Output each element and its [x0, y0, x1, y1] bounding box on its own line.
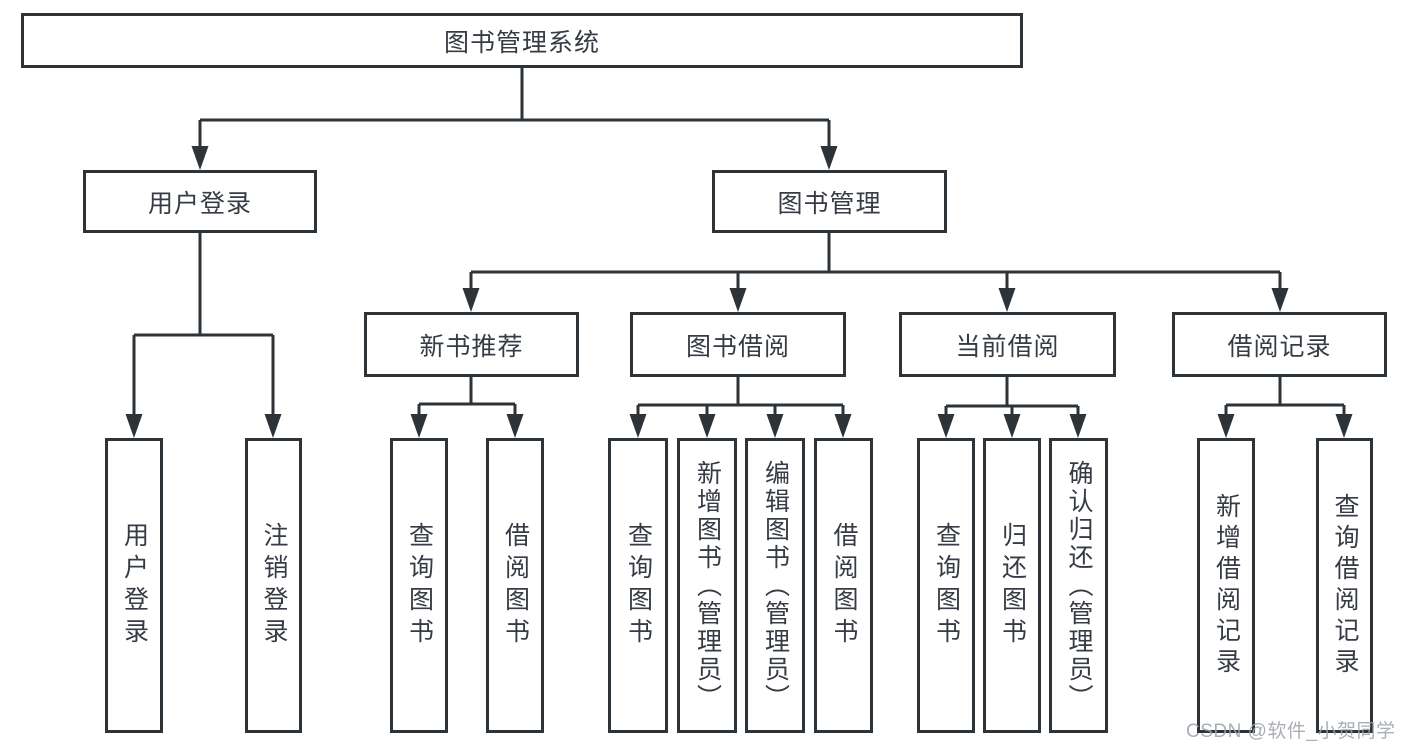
arrowhead: [820, 146, 838, 170]
arrowhead: [1069, 414, 1087, 438]
arrowhead: [1271, 288, 1289, 312]
leaf-current-confirm-return-admin: 确认归还（管理员）: [1049, 438, 1108, 733]
arrowhead: [410, 414, 428, 438]
leaf-logout: 注销登录: [245, 438, 302, 733]
leaf-borrowing-edit-book-admin: 编辑图书（管理员）: [745, 438, 805, 733]
arrowhead: [698, 414, 716, 438]
leaf-borrowing-add-book-admin: 新增图书（管理员）: [677, 438, 737, 733]
leaf-borrowing-borrow-books: 借阅图书: [814, 438, 873, 733]
leaf-recommend-borrow-books: 借阅图书: [486, 438, 544, 733]
arrowhead: [125, 414, 143, 438]
arrowhead: [834, 414, 852, 438]
leaf-user-login: 用户登录: [105, 438, 163, 733]
leaf-records-add-borrow-record: 新增借阅记录: [1197, 438, 1255, 733]
arrowhead: [264, 414, 282, 438]
arrowhead: [1335, 414, 1353, 438]
arrowhead: [191, 146, 209, 170]
arrowhead: [1217, 414, 1235, 438]
leaf-records-query-borrow-record: 查询借阅记录: [1316, 438, 1373, 733]
arrowheads: [125, 146, 1353, 438]
leaf-recommend-query-books: 查询图书: [390, 438, 448, 733]
node-book-borrowing: 图书借阅: [630, 312, 846, 377]
arrowhead: [506, 414, 524, 438]
node-borrowing-records: 借阅记录: [1172, 312, 1387, 377]
leaf-current-query-books: 查询图书: [917, 438, 975, 733]
node-book-management: 图书管理: [712, 170, 947, 233]
arrowhead: [766, 414, 784, 438]
leaf-borrowing-query-books: 查询图书: [608, 438, 668, 733]
connector-lines: [132, 68, 1346, 416]
node-user-login: 用户登录: [83, 170, 317, 233]
leaf-current-return-books: 归还图书: [983, 438, 1041, 733]
arrowhead: [462, 288, 480, 312]
node-library-management-system: 图书管理系统: [21, 13, 1023, 68]
arrowhead: [937, 414, 955, 438]
arrowhead: [1003, 414, 1021, 438]
node-new-book-recommendation: 新书推荐: [364, 312, 579, 377]
node-current-borrowing: 当前借阅: [899, 312, 1116, 377]
csdn-watermark: CSDN @软件_小贺同学: [1186, 721, 1396, 742]
arrowhead: [629, 414, 647, 438]
arrowhead: [998, 288, 1016, 312]
arrowhead: [729, 288, 747, 312]
